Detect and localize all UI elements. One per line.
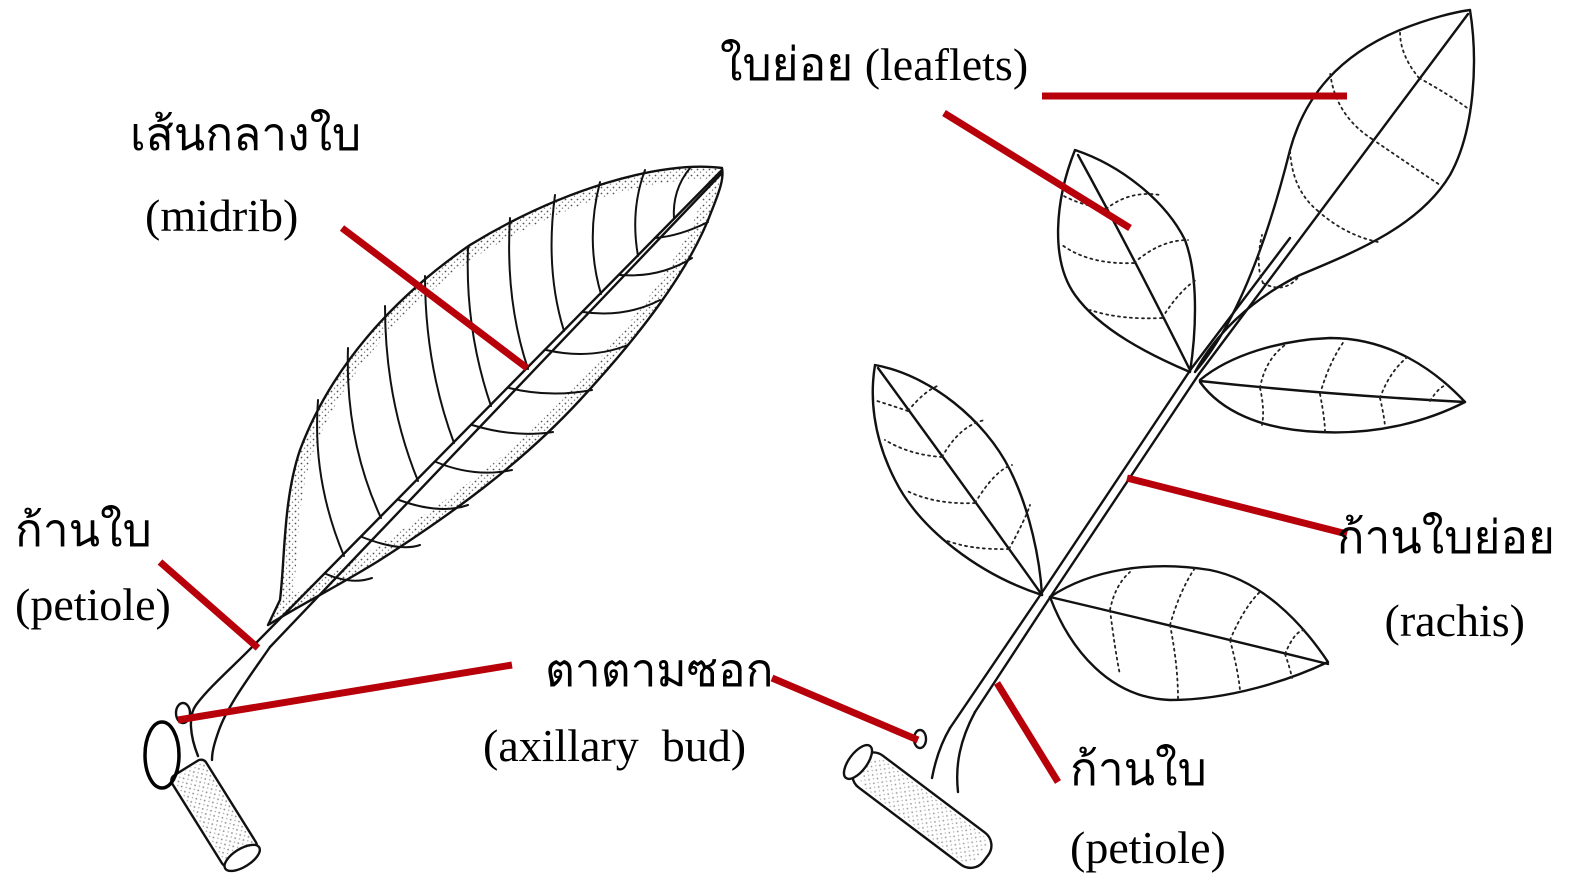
leaflet-lower-right [1050,566,1328,700]
pointer-line-leaflets-side [944,113,1130,228]
rachis [950,369,1191,728]
leaflet-middle-left [873,365,1042,595]
leaflet-vein [1318,211,1378,242]
leaflet-vein [1110,572,1130,610]
leaflet-middle-right [1200,338,1465,432]
leaf-vein [509,218,528,369]
leaflet-vein [1285,654,1292,678]
leaflet-vein [1260,345,1285,388]
leaf-vein [385,306,418,481]
leaflet-vein [1162,280,1196,318]
stem-stippling [856,754,991,868]
leaflet-vein [1372,139,1440,185]
label-rachis-thai: ก้านใบย่อย [1337,515,1555,561]
label-rachis-english: (rachis) [1385,598,1525,644]
label-midrib-thai: เส้นกลางใบ [130,112,361,158]
pointer-line-axillary-bud-left [178,665,512,720]
leaflet-vein [1110,610,1120,675]
label-axillary-bud-english: (axillary bud) [483,723,746,769]
pointer-line-rachis [1127,478,1347,534]
terminal-leaflet [1191,10,1474,374]
leaflet-vein [905,490,975,503]
leaflet-vein [975,465,1012,503]
leaflet-vein [1419,78,1470,110]
leaflet-vein [1062,245,1134,263]
leaflet-vein [1090,310,1162,318]
pointer-line-petiole-right [997,683,1058,782]
compound-leaf-petiole [932,728,950,778]
label-leaflets: ใบย่อย (leaflets) [720,42,1028,88]
leaflet-vein [1400,32,1419,78]
label-petiole-thai-left: ก้านใบ [15,508,152,554]
leaflet-midrib [1199,14,1468,374]
pointer-line-petiole-left [160,562,258,648]
compound-leaf-petiole [957,712,975,792]
pointer-line-axillary-bud-right [772,678,918,740]
leaflet-vein [1320,340,1345,394]
leaflet-vein [1290,150,1318,211]
leaflet-midrib [1050,597,1328,664]
leaflet-vein [1170,568,1195,625]
leaflet-vein [1380,355,1410,398]
leaflet-upper-left [1058,150,1196,372]
leaflet-vein [1134,240,1188,263]
leaflet-outline [1050,566,1328,700]
leaflet-vein [1320,394,1325,432]
highlight-ellipse [145,722,179,788]
leaflet-vein [1380,398,1385,428]
leaflet-vein [1285,630,1305,654]
leaflet-vein [1230,640,1240,690]
label-petiole-thai-right: ก้านใบ [1070,747,1207,793]
leaflet-midrib [1200,381,1465,402]
leaflet-vein [1330,72,1372,139]
leaflet-midrib [1191,238,1290,369]
leaflet-vein [1230,590,1262,640]
simple-leaf-petiole [191,642,257,756]
simple-leaf-stem [169,757,264,876]
leaflet-vein [1260,388,1263,425]
leaflet-vein [1170,625,1178,699]
compound-leaf-stem [839,741,998,875]
simple-leaf-stippled-margin [268,167,723,625]
label-midrib-english: (midrib) [145,193,298,239]
label-axillary-bud-thai: ตาตามซอก [545,648,773,694]
leaflet-midrib [878,368,1042,595]
rachis [975,374,1199,712]
leaf-vein [552,195,564,331]
label-petiole-english-left: (petiole) [15,582,171,628]
leaflet-vein [1430,385,1448,401]
label-petiole-english-right: (petiole) [1070,825,1226,871]
